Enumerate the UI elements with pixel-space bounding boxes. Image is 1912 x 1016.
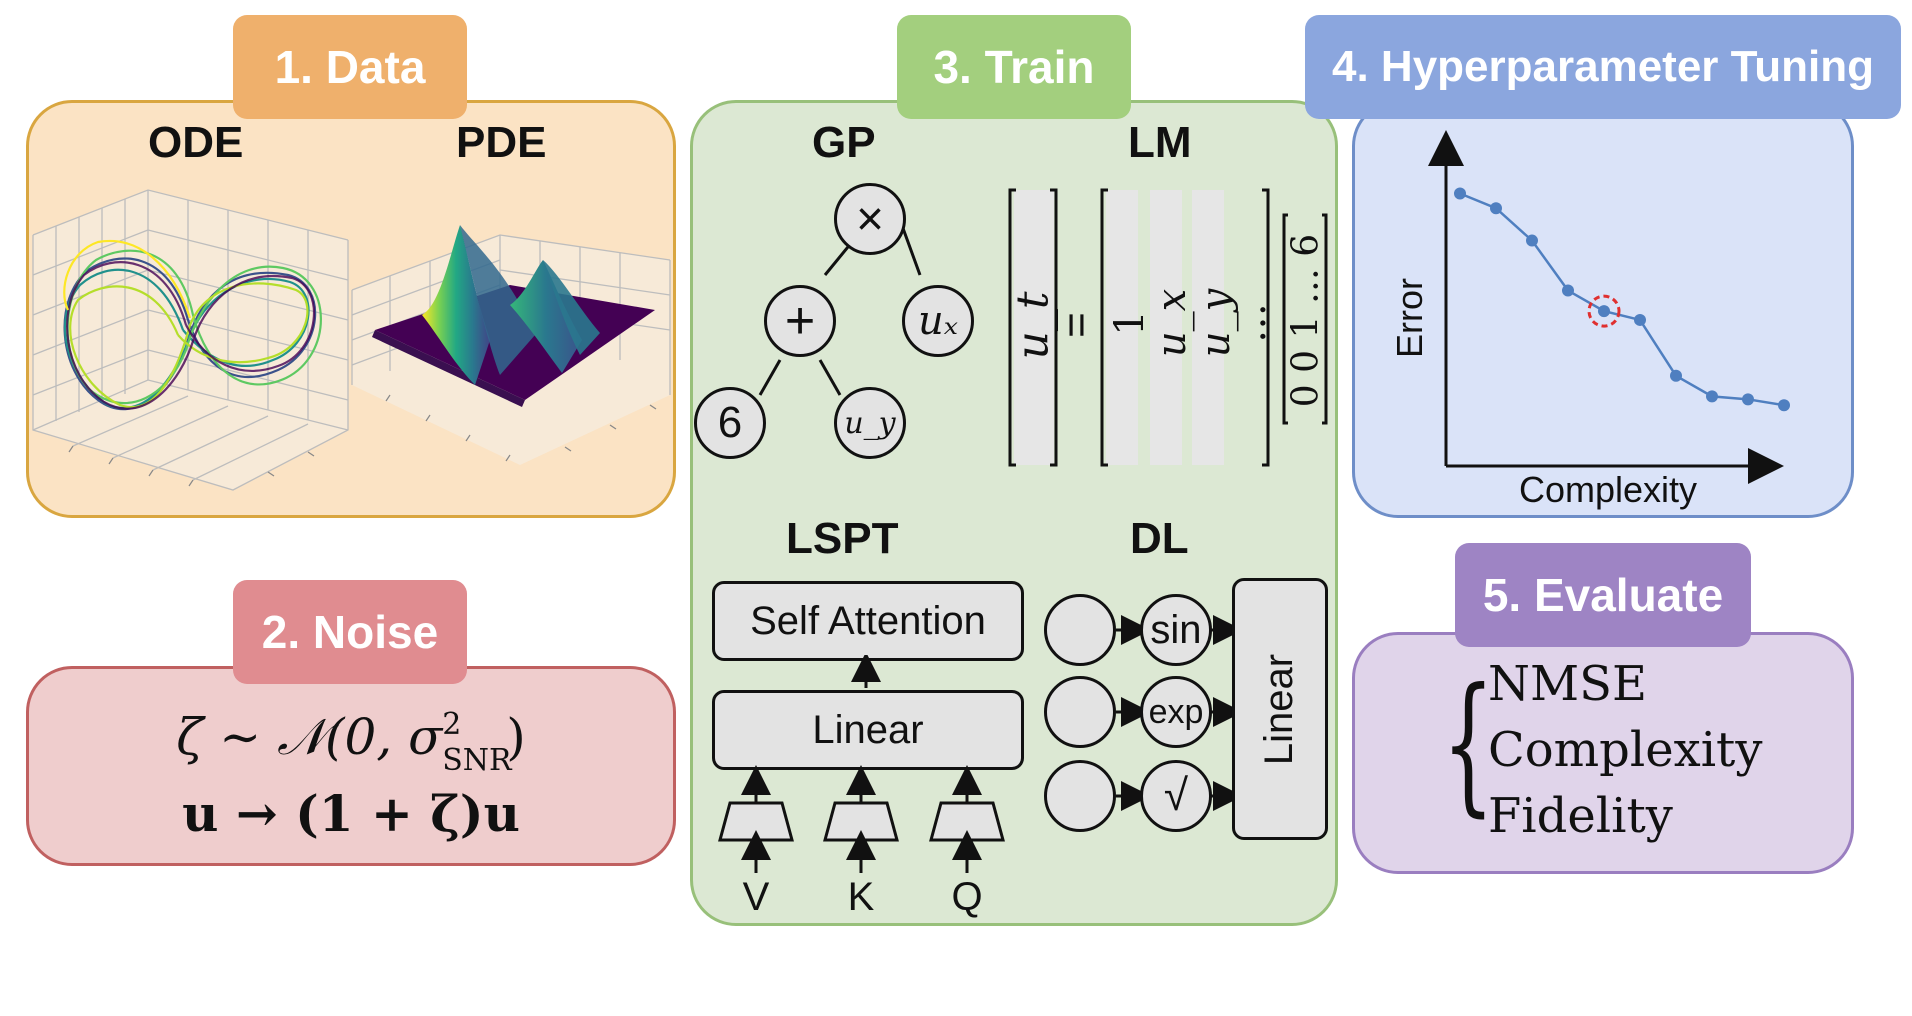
chart-point-2 <box>1490 202 1502 215</box>
lm-column-1: 1 <box>1107 310 1153 336</box>
hyper-tab: 4. Hyperparameter Tuning <box>1305 15 1901 119</box>
dl-network <box>1116 615 1240 811</box>
lm-matrix-equation <box>1008 188 1328 467</box>
chart-point-1 <box>1454 187 1466 200</box>
evaluate-metric-fidelity: Fidelity <box>1488 788 1673 844</box>
noise-eq1-sub: SNR <box>442 743 512 778</box>
lspt-connections <box>718 655 1005 873</box>
evaluate-metric-nmse: NMSE <box>1488 656 1648 712</box>
self-attention-block: Self Attention <box>712 581 1024 661</box>
error-complexity-chart: Error Complexity <box>1389 130 1790 510</box>
dl-linear-block: Linear <box>1232 578 1328 840</box>
gp-ux-node: uₓ <box>902 285 974 357</box>
gp-six-node: 6 <box>694 387 766 459</box>
pde-surface-plot <box>351 225 671 465</box>
evaluate-metric-complexity: Complexity <box>1488 722 1763 778</box>
ode-lorenz-plot <box>32 189 349 491</box>
data-tab: 1. Data <box>233 15 467 119</box>
noise-tab: 2. Noise <box>233 580 467 684</box>
chart-point-8 <box>1706 390 1718 403</box>
dl-sin-node: sin <box>1140 594 1212 666</box>
lspt-input-k: K <box>847 875 875 919</box>
chart-xlabel: Complexity <box>1519 469 1697 510</box>
error-curve <box>1459 192 1785 407</box>
evaluate-panel <box>1352 632 1854 874</box>
chart-ylabel: Error <box>1389 278 1430 358</box>
chart-point-3 <box>1526 234 1538 247</box>
lspt-input-q: Q <box>951 875 983 919</box>
dl-linear-label: Linear <box>1257 653 1302 765</box>
pde-label: PDE <box>456 118 547 167</box>
noise-panel <box>26 666 676 866</box>
gp-plus-node: + <box>764 285 836 357</box>
selected-model-highlight <box>1587 294 1621 328</box>
noise-eq1-sup: 2 <box>442 707 462 742</box>
noise-equation-2: u → (1 + ζ)u <box>182 784 520 843</box>
dl-exp-node: exp <box>1140 676 1212 748</box>
lm-column-ellipsis: … <box>1229 303 1275 343</box>
chart-point-5 <box>1598 305 1610 318</box>
dl-sqrt-node: √ <box>1140 760 1212 832</box>
evaluate-brace: { <box>1442 657 1495 831</box>
train-tab: 3. Train <box>897 15 1131 119</box>
evaluate-tab: 5. Evaluate <box>1455 543 1751 647</box>
noise-eq1-prefix: ζ ∼ 𝒩(0, σ <box>176 708 443 766</box>
dl-input-node-1 <box>1044 594 1116 666</box>
lspt-title: LSPT <box>786 514 899 563</box>
chart-point-6 <box>1634 313 1646 326</box>
lm-coefficients: 0 0 1 … 6 <box>1285 233 1327 408</box>
gp-uy-node: u_y <box>834 387 906 459</box>
ode-label: ODE <box>148 118 244 167</box>
lm-column-ux: u_x <box>1149 288 1195 358</box>
gp-title: GP <box>812 118 876 167</box>
lspt-input-v: V <box>742 875 770 919</box>
chart-point-4 <box>1562 284 1574 297</box>
chart-point-9 <box>1742 393 1754 406</box>
dl-input-node-3 <box>1044 760 1116 832</box>
chart-point-10 <box>1778 399 1790 412</box>
noise-eq1-suffix: ) <box>506 708 526 766</box>
dl-input-node-2 <box>1044 676 1116 748</box>
chart-point-7 <box>1670 369 1682 382</box>
lm-lhs: u_t <box>1007 291 1059 360</box>
lm-title: LM <box>1128 118 1192 167</box>
lm-equals: = <box>1052 312 1101 338</box>
dl-title: DL <box>1130 514 1189 563</box>
gp-times-node: × <box>834 183 906 255</box>
